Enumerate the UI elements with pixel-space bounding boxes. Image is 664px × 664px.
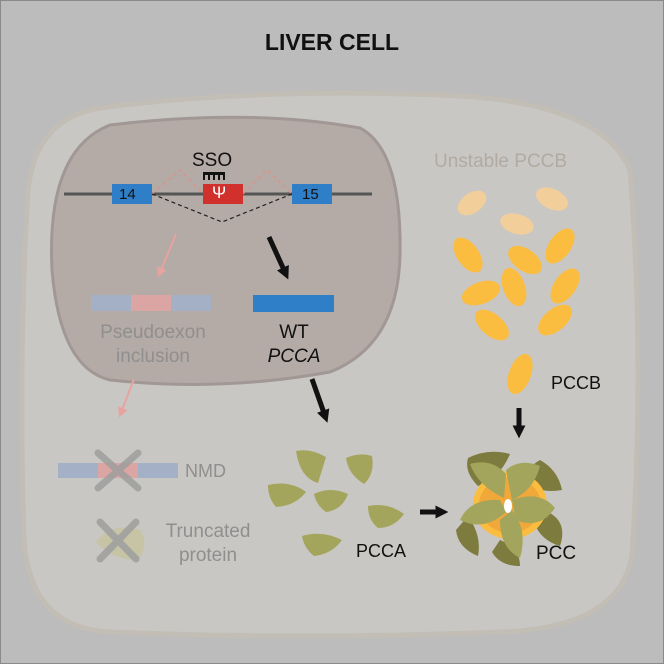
pseudoexon-inclusion-label: Pseudoexon inclusion bbox=[91, 321, 215, 369]
pccb-subunits bbox=[453, 228, 580, 395]
pseudoexon-label: Ψ bbox=[212, 183, 227, 202]
pccb-label: PCCB bbox=[551, 373, 602, 393]
page-title: LIVER CELL bbox=[264, 29, 400, 55]
exon-14-label: 14 bbox=[119, 186, 136, 203]
unstable-pccb bbox=[457, 187, 568, 235]
exon-14 bbox=[112, 184, 152, 204]
nmd-cross-icon bbox=[94, 449, 142, 492]
exon-15 bbox=[292, 184, 332, 204]
nmd-label: NMD bbox=[185, 461, 226, 481]
arrow-to-pseudoexon bbox=[157, 233, 177, 278]
wt-label: WT bbox=[279, 322, 309, 343]
pseudoexon bbox=[203, 184, 243, 204]
truncated-protein-label: Truncated protein bbox=[160, 520, 256, 568]
wt-pcca-label: WT PCCA bbox=[252, 321, 336, 369]
pseudoexon-splice-paths bbox=[242, 169, 293, 195]
truncated-line-1: Truncated bbox=[165, 521, 251, 542]
pseudoexon-mrna bbox=[91, 295, 211, 311]
pcca-gene-label: PCCA bbox=[267, 346, 321, 367]
exon-15-label: 15 bbox=[302, 186, 319, 203]
sso-icon bbox=[203, 172, 225, 180]
truncated-cross-icon bbox=[96, 518, 140, 563]
pseudoexon-label-line-2: inclusion bbox=[116, 346, 190, 367]
arrow-to-pcca bbox=[309, 378, 330, 423]
pcc-label: PCC bbox=[536, 543, 577, 564]
arrow-to-wt bbox=[266, 235, 289, 280]
arrow-to-nmd bbox=[118, 378, 135, 418]
truncated-line-2: protein bbox=[178, 545, 238, 566]
sso-label: SSO bbox=[192, 150, 233, 171]
unstable-pccb-label: Unstable PCCB bbox=[434, 151, 568, 172]
pcc-complex bbox=[456, 451, 563, 566]
pcca-protein-label: PCCA bbox=[356, 541, 407, 561]
wt-mrna bbox=[253, 295, 334, 312]
pseudoexon-label-line-1: Pseudoexon bbox=[100, 322, 206, 343]
pcca-subunits bbox=[268, 450, 404, 556]
pseudoexon-splice-paths bbox=[151, 169, 204, 195]
